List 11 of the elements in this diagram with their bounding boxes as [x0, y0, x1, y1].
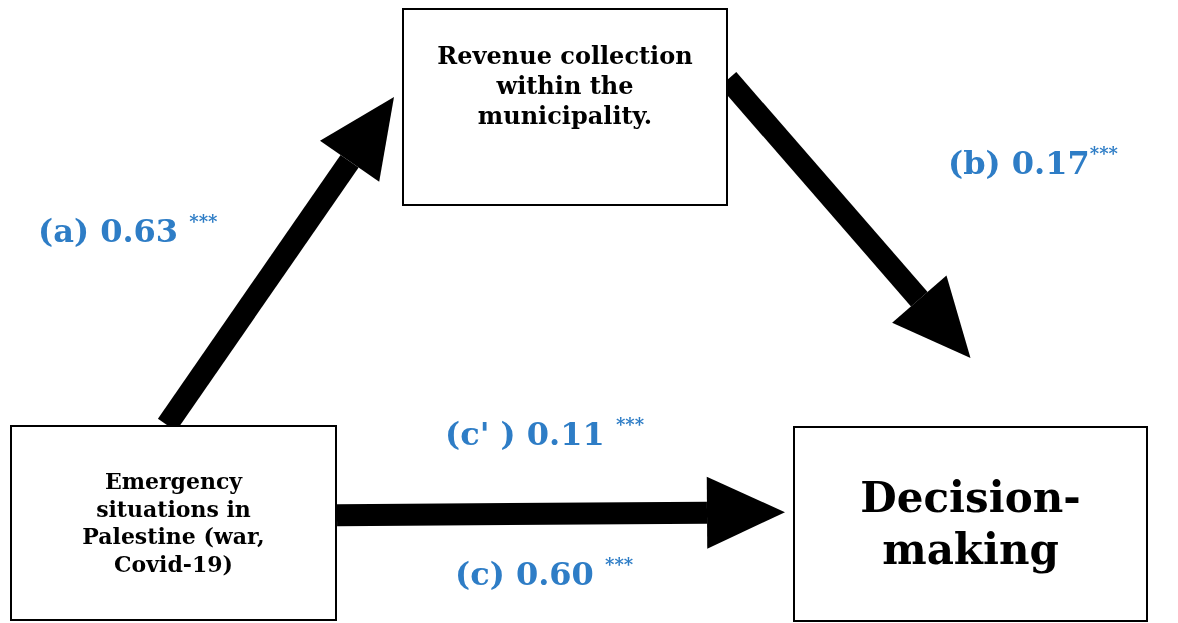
process-box [793, 426, 1148, 622]
edge-label: (a) 0.63 $^{***}$ [38, 212, 218, 250]
node-text: Decision-making [859, 471, 1082, 576]
process-box [402, 8, 728, 206]
process-box [10, 425, 337, 621]
node-text: Emergency situations in Palestine (war, Covid-19) [81, 468, 266, 578]
edge-label: (b) 0.17$^{***}$ [948, 144, 1118, 182]
arrow [336, 476, 785, 549]
edge-label: (c' ) 0.11 $^{***}$ [445, 415, 645, 453]
coefficient-label: (c) 0.60 $^{***}$ [455, 555, 634, 593]
node-text: Revenue collection within the municipality. [436, 41, 694, 131]
